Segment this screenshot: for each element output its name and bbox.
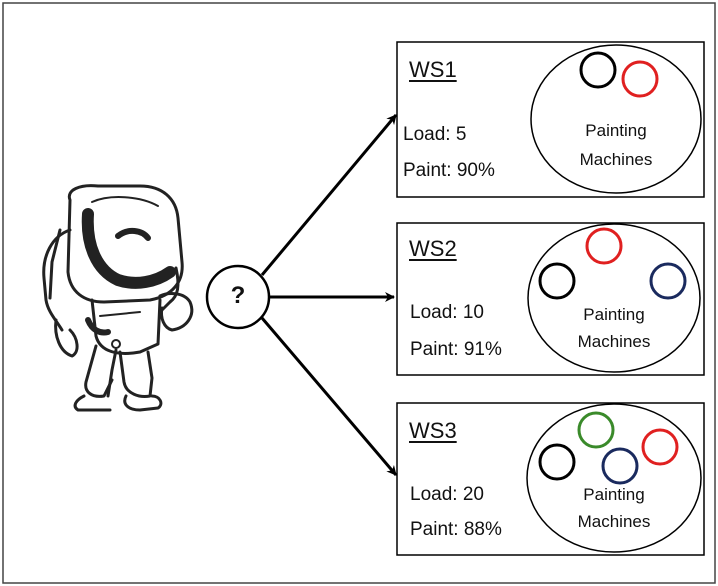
ws2-title: WS2 — [409, 236, 457, 261]
painting-machine — [649, 262, 687, 300]
painting-machine — [538, 443, 576, 481]
painting-machine — [577, 411, 615, 449]
arrow-to-ws3 — [260, 317, 398, 476]
ws2-load: Load: 10 — [410, 302, 484, 323]
arrow-to-ws1 — [260, 114, 398, 276]
workstation-ws2 — [396, 222, 705, 376]
ws3-machines-label-1: Painting — [583, 485, 645, 504]
ws1-title: WS1 — [409, 57, 457, 82]
machine-pool — [526, 403, 702, 553]
ws3-title: WS3 — [409, 418, 457, 443]
ws1-machines-label-1: Painting — [585, 121, 647, 140]
ws1-paint: Paint: 90% — [403, 160, 495, 181]
painting-machine — [585, 227, 623, 265]
workstation-ws1 — [396, 41, 705, 198]
robot-icon — [42, 184, 194, 412]
decision-node — [205, 264, 271, 330]
painting-machine — [621, 60, 659, 98]
workstation-ws3 — [396, 402, 705, 556]
decision-label: ? — [230, 282, 246, 309]
ws1-load: Load: 5 — [403, 124, 467, 145]
ws3-load: Load: 20 — [410, 484, 484, 505]
ws1-machines-label-2: Machines — [579, 150, 653, 169]
ws2-machines-label-1: Painting — [583, 305, 645, 324]
painting-machine — [579, 51, 617, 89]
ws2-paint: Paint: 91% — [410, 339, 502, 360]
machine-pool — [527, 223, 701, 373]
painting-machine — [601, 447, 639, 485]
painting-machine — [538, 262, 576, 300]
machine-pool — [530, 44, 702, 194]
ws2-machines-label-2: Machines — [577, 332, 651, 351]
ws3-machines-label-2: Machines — [577, 512, 651, 531]
painting-machine — [641, 428, 679, 466]
ws3-paint: Paint: 88% — [410, 519, 502, 540]
